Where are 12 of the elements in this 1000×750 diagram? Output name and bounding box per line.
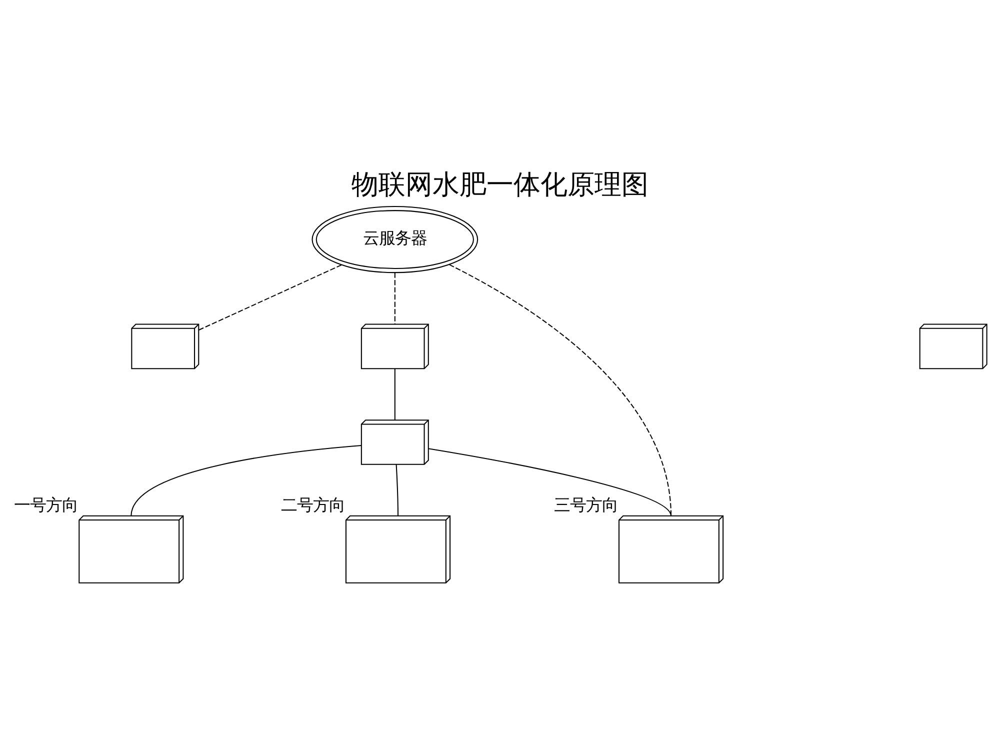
connector xyxy=(394,368,396,420)
connector xyxy=(428,448,672,516)
connector xyxy=(394,272,396,324)
connector xyxy=(449,264,672,516)
node-label: 一号方向 xyxy=(14,495,78,514)
node-ellipse: 云服务器 xyxy=(312,205,478,273)
node-label: 二号方向 xyxy=(281,495,346,514)
connector xyxy=(396,464,399,516)
node-label: 三号方向 xyxy=(554,495,618,514)
connector xyxy=(130,444,362,516)
diagram-title: 物联网水肥一体化原理图 xyxy=(352,169,648,200)
connector xyxy=(198,264,342,330)
